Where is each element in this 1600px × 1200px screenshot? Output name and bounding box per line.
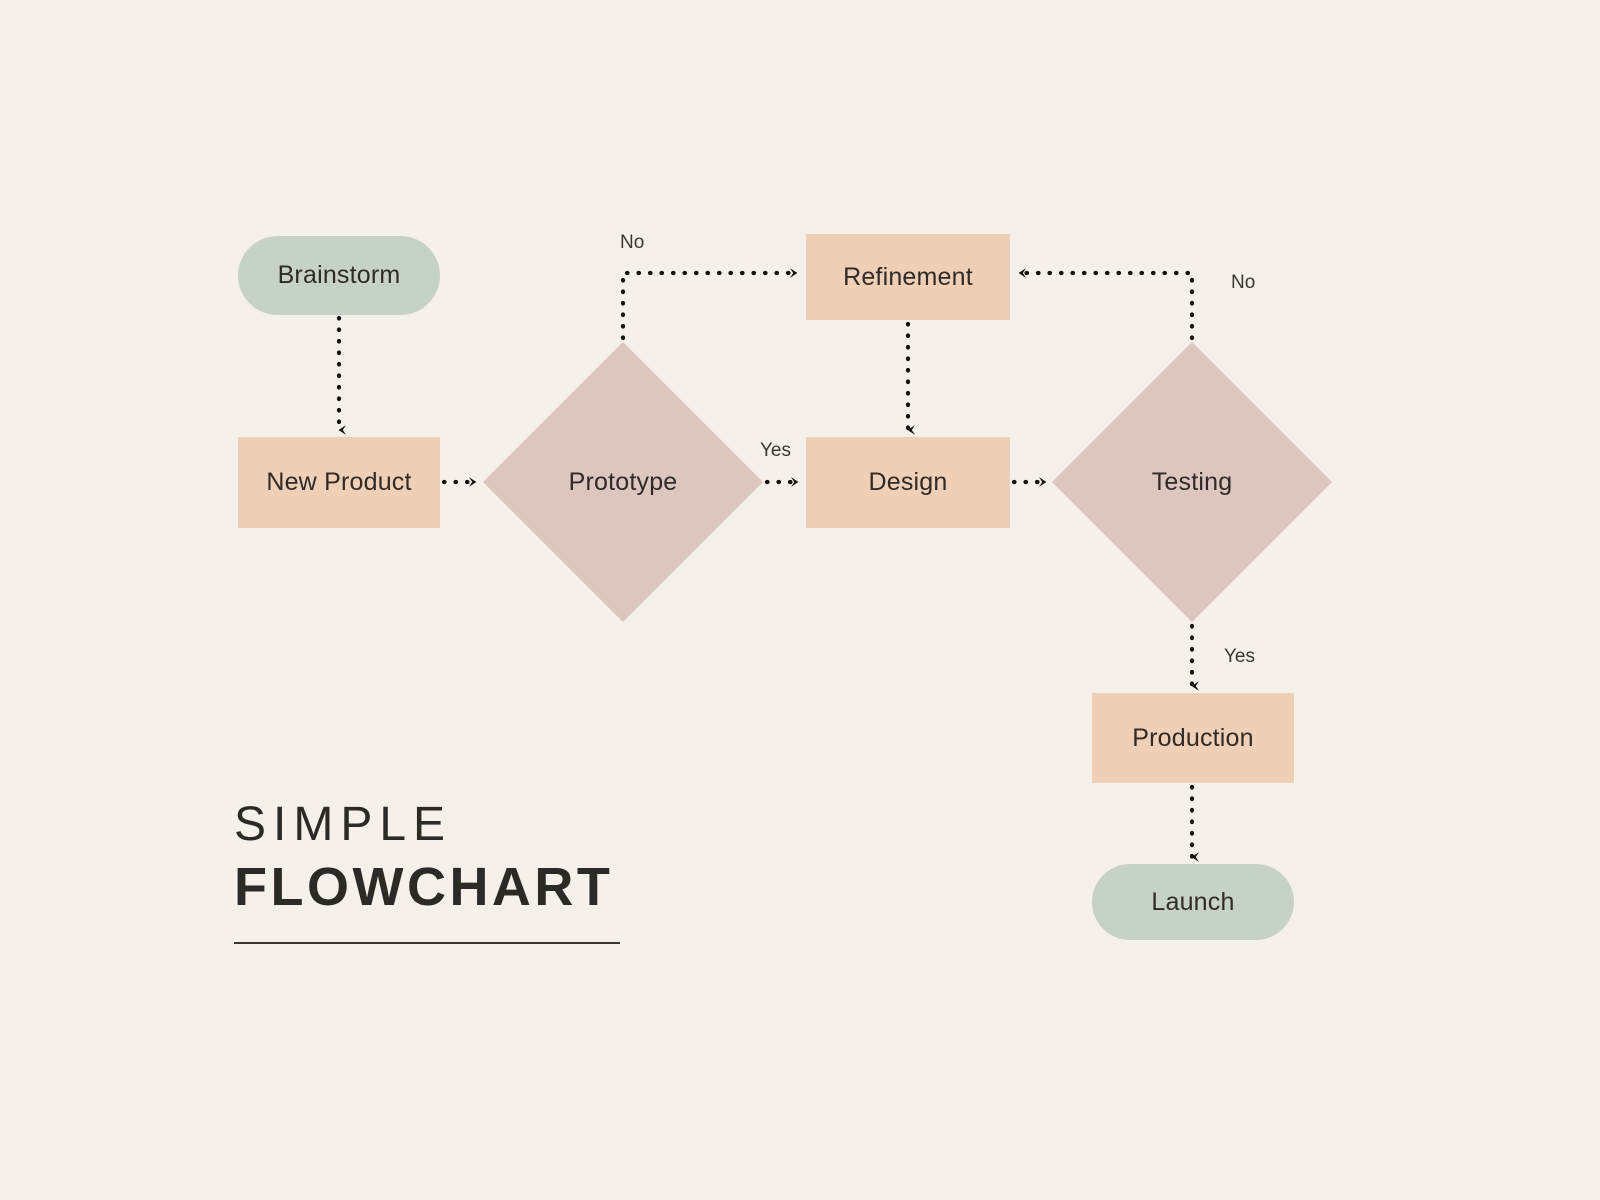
node-refinement-label: Refinement xyxy=(843,262,973,291)
edge-testing-to-refinement xyxy=(1016,268,1195,341)
edge-label-prototype-no: No xyxy=(620,232,645,253)
node-new-product-label: New Product xyxy=(266,468,412,496)
node-design-label: Design xyxy=(868,468,948,496)
edge-label-prototype-yes: Yes xyxy=(760,440,791,461)
node-prototype[interactable]: Prototype xyxy=(482,341,764,623)
node-testing[interactable]: Testing xyxy=(1051,341,1333,623)
title-block: SIMPLE FLOWCHART xyxy=(234,798,620,945)
edge-label-testing-yes: Yes xyxy=(1224,646,1255,667)
node-launch-label: Launch xyxy=(1151,887,1235,916)
title-line-simple: SIMPLE xyxy=(234,798,453,851)
node-production[interactable]: Production xyxy=(1092,693,1294,783)
node-prototype-label: Prototype xyxy=(568,467,678,496)
node-brainstorm[interactable]: Brainstorm xyxy=(238,236,440,315)
node-production-label: Production xyxy=(1132,723,1254,752)
node-brainstorm-label: Brainstorm xyxy=(277,261,401,289)
edge-label-testing-no: No xyxy=(1231,272,1256,293)
node-refinement[interactable]: Refinement xyxy=(806,234,1010,320)
node-new-product[interactable]: New Product xyxy=(238,437,440,528)
title-line-flowchart: FLOWCHART xyxy=(234,856,614,917)
edge-prototype-to-refinement xyxy=(620,268,800,341)
title-underline-rule xyxy=(234,942,620,945)
node-testing-label: Testing xyxy=(1151,467,1233,496)
node-launch[interactable]: Launch xyxy=(1092,864,1294,940)
node-design[interactable]: Design xyxy=(806,437,1010,528)
